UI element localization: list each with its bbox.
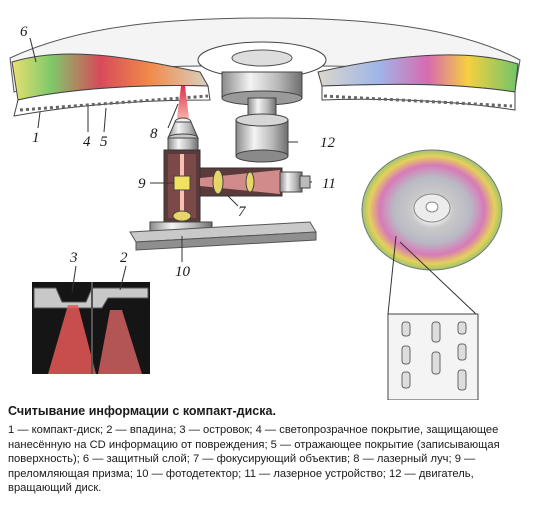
caption-legend: 1 — компакт-диск; 2 — впадина; 3 — остро… [8,424,500,495]
photodetector [172,210,192,222]
prism [173,175,191,191]
label-4: 4 [83,134,91,150]
leader-lines [29,37,312,293]
label-12: 12 [320,135,336,151]
compact-disc-cutaway [9,17,521,117]
label-5: 5 [100,134,108,150]
optical-head [129,149,317,251]
label-3: 3 [69,250,78,266]
label-6: 6 [20,24,28,40]
figure-caption: Считывание информации с компакт-диска. 1… [8,404,528,496]
label-1: 1 [32,130,40,146]
label-2: 2 [120,250,128,266]
label-11: 11 [322,176,336,192]
caption-title: Считывание информации с компакт-диска. [8,404,276,418]
laser-beam [177,86,189,118]
pit-and-land-closeup [32,282,150,374]
motor [221,71,303,163]
cd-reading-diagram: 6 1 4 5 8 12 9 11 7 10 3 2 [9,17,521,400]
focusing-objective [167,117,199,151]
objective-lens [212,169,224,195]
laser-device [279,171,303,193]
label-9: 9 [138,176,146,192]
label-10: 10 [175,264,191,280]
cd-illustration [361,149,503,400]
label-8: 8 [150,126,158,142]
label-7: 7 [238,204,247,220]
